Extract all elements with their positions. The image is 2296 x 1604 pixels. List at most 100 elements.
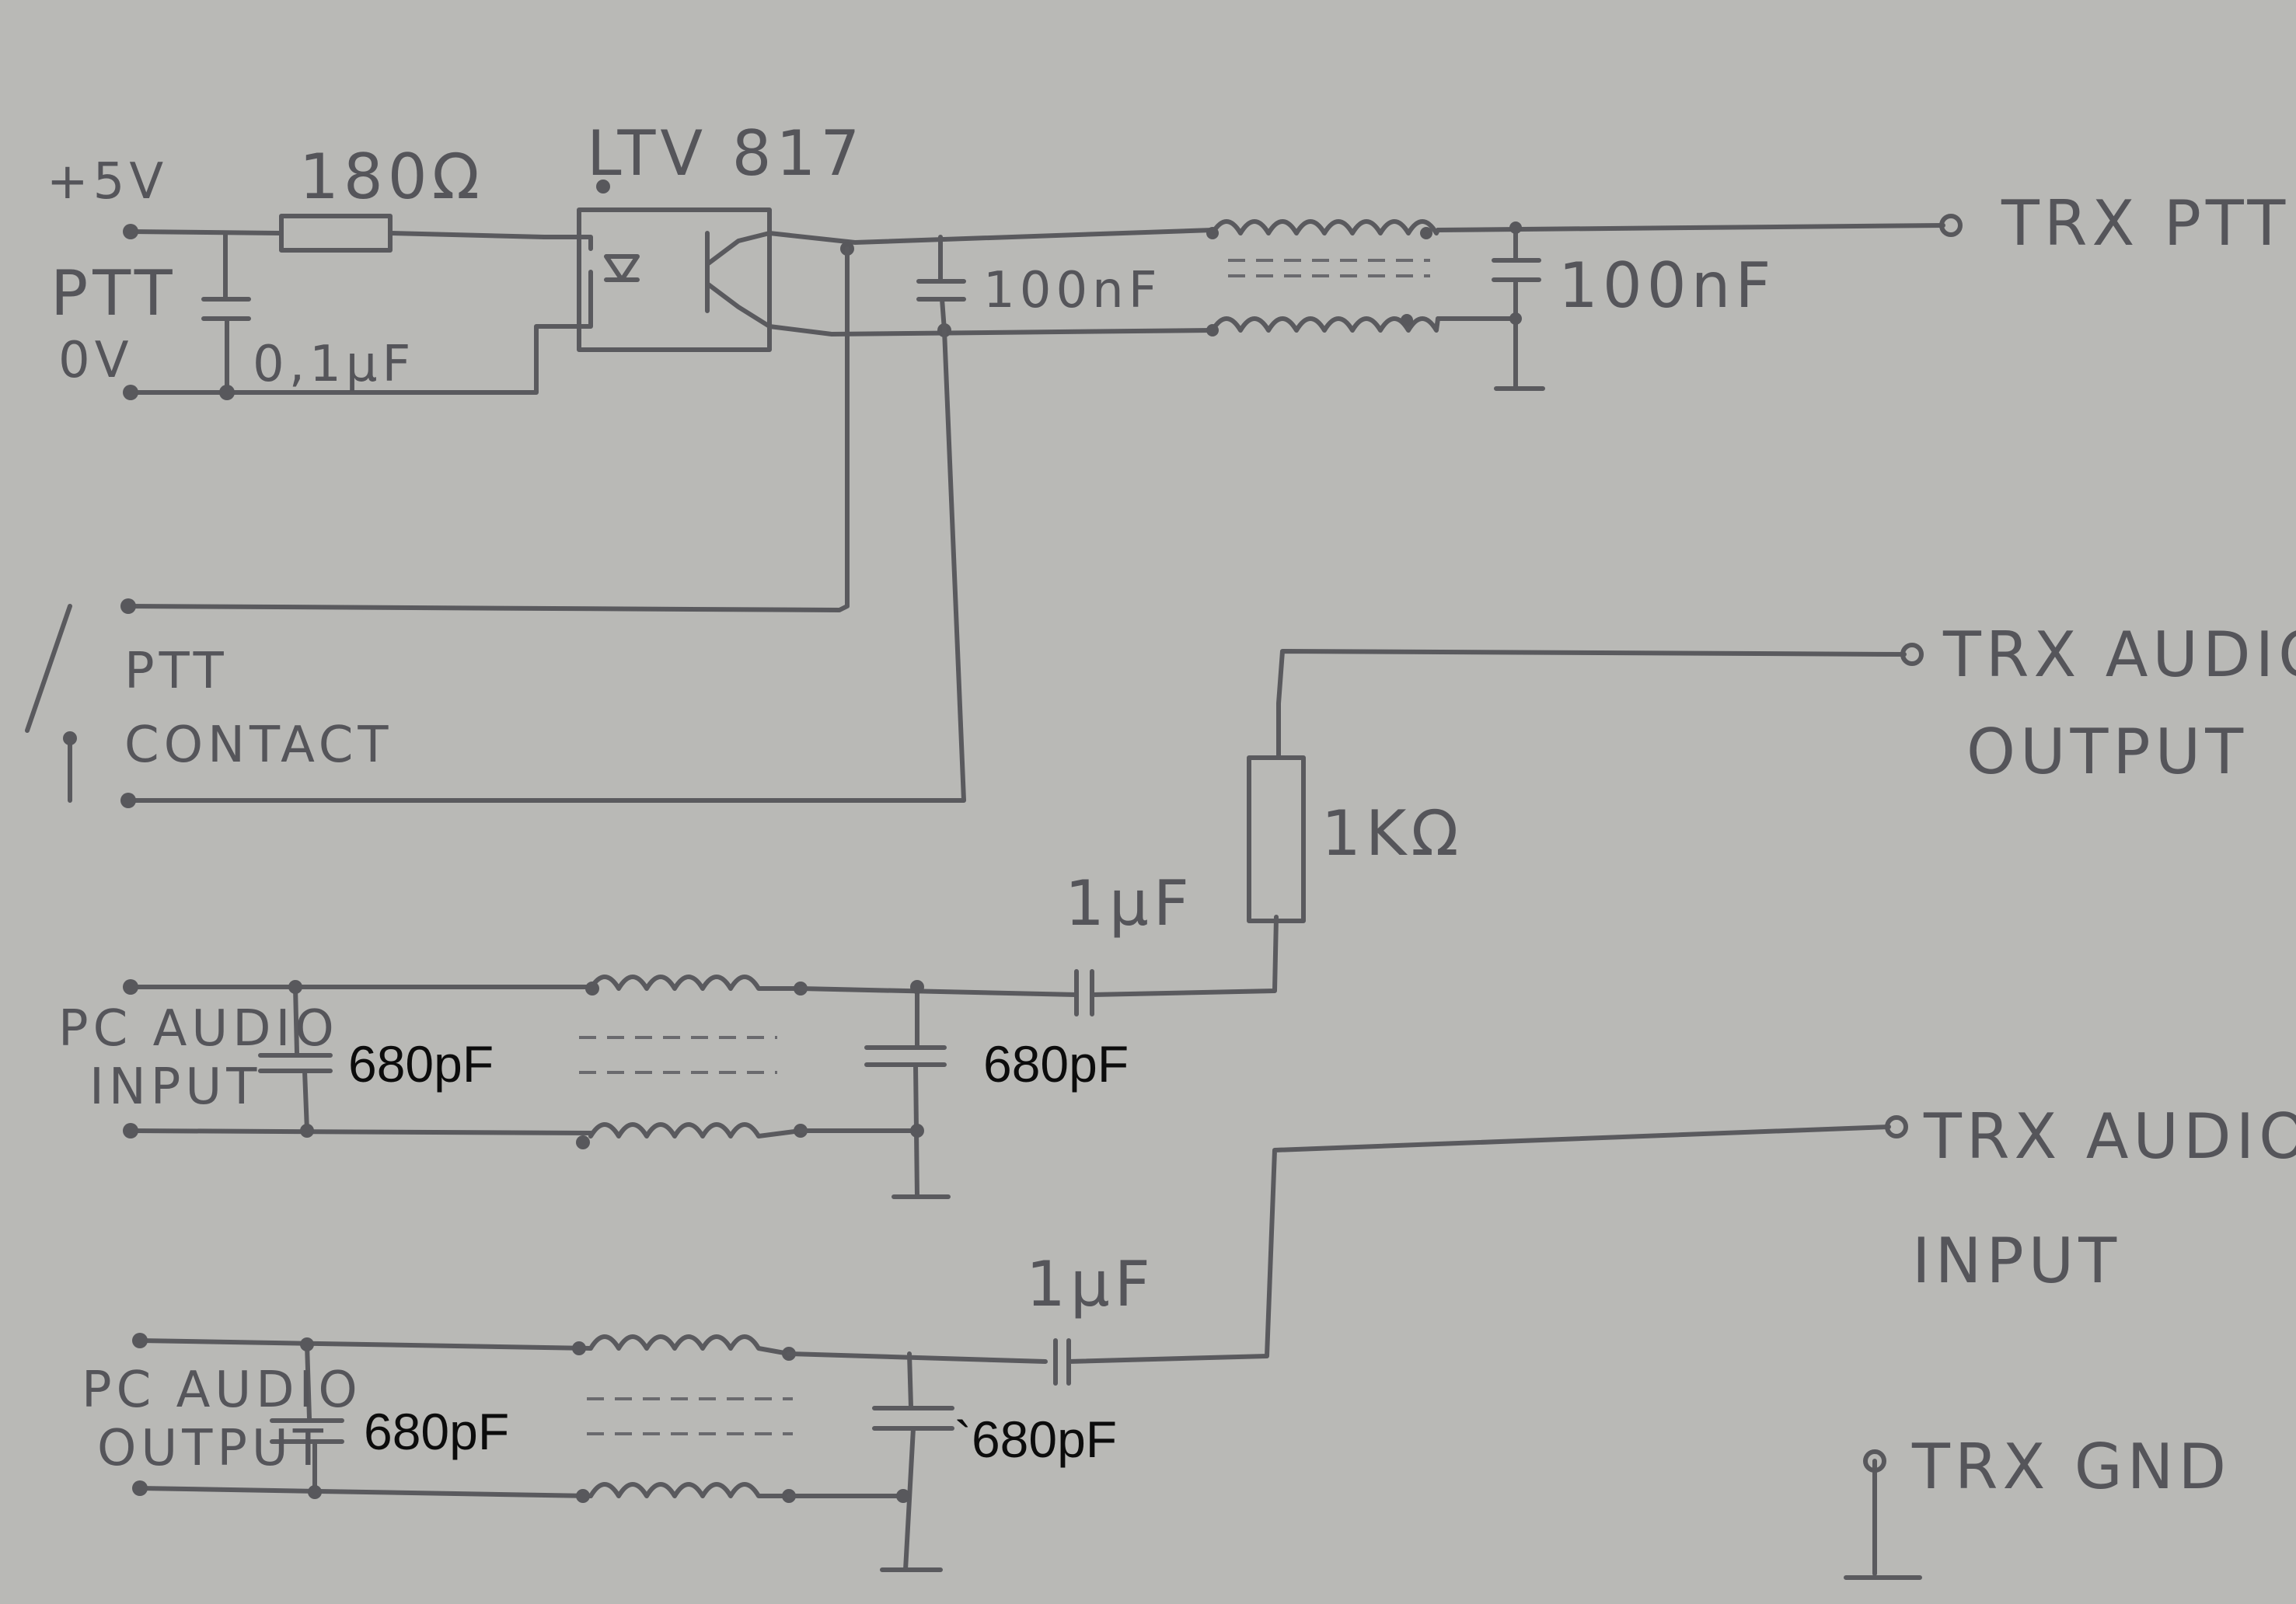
wire-resistor-to-opto [388, 231, 581, 239]
cap-680-a-symbol [258, 985, 333, 1133]
label-cap-100nF-a: 100nF [983, 262, 1162, 319]
label-resistor-1k: 1KΩ [1321, 797, 1464, 870]
wire-pc-out-top [138, 1338, 593, 1351]
ptt-circuit [123, 180, 1963, 400]
junction-j [308, 1485, 322, 1499]
label-cap-680-d: `680pF [954, 1410, 1117, 1468]
choke-bottom-c [588, 1482, 791, 1498]
label-0v: 0V [58, 332, 134, 389]
cap-100nF-b-symbol [1492, 225, 1545, 391]
label-ptt: PTT [51, 257, 177, 330]
resistor-1k-body [1247, 755, 1306, 923]
label-cap-1uF-b: 1µF [1026, 1248, 1155, 1320]
label-plus5v: +5V [47, 153, 168, 211]
opto-transistor-symbol [705, 231, 772, 329]
choke-dot-10 [576, 1489, 590, 1503]
wire-contact-bottom [126, 328, 966, 803]
choke-dot-3 [1420, 227, 1432, 239]
cap-680-c-symbol [270, 1342, 344, 1494]
terminal-trx-audio-in [1885, 1115, 1908, 1138]
optocoupler-body [577, 207, 772, 352]
choke-dot-4 [1401, 314, 1413, 326]
terminal-trx-ptt [1939, 214, 1963, 237]
wire-opto-top [767, 228, 1215, 245]
junction-e [288, 980, 302, 994]
label-pc-audio-out-1: PC AUDIO [82, 1362, 362, 1419]
choke-top-b [588, 975, 803, 991]
audio-input-circuit [123, 643, 1924, 1199]
trx-gnd [1844, 1449, 1922, 1580]
terminal-pc-in-b [123, 1123, 138, 1138]
label-cap-680-b: 680pF [983, 1035, 1129, 1093]
terminal-0v [123, 385, 138, 400]
choke-dot-2 [1206, 324, 1219, 336]
ptt-contact-circuit [25, 246, 966, 808]
wire-5v [128, 229, 282, 235]
cap-680-b-symbol [864, 985, 951, 1199]
choke-dot-1 [1206, 227, 1219, 239]
choke-top-c [588, 1334, 791, 1356]
label-trx-audio-out-1: TRX AUDIO [1942, 619, 2296, 691]
terminal-contact-a [120, 598, 136, 614]
opto-led-symbol [577, 235, 640, 329]
junction-i [300, 1337, 314, 1351]
wire-after-choke-c [787, 1351, 1048, 1498]
wire-pc-out-bottom [138, 1486, 593, 1498]
label-optocoupler: LTV 817 [587, 117, 864, 190]
wire-0v [128, 324, 581, 395]
cap-1uF-b-symbol [1053, 1125, 1891, 1386]
pin1-dot [596, 180, 610, 194]
label-cap-100nF-b: 100nF [1558, 249, 1775, 322]
terminal-5v [123, 224, 138, 239]
switch-symbol [25, 604, 72, 803]
wire-pc-in-bottom [128, 1128, 593, 1135]
terminal-pc-in-a [123, 979, 138, 995]
label-cap-01uF: 0,1µF [253, 336, 415, 393]
cap-680-d-symbol [872, 1351, 954, 1572]
junction-h [910, 1124, 924, 1138]
terminal-pc-out-a [132, 1333, 148, 1348]
choke-dot-6 [576, 1135, 590, 1149]
choke-dot-9 [572, 1341, 586, 1355]
terminal-contact-b [120, 793, 136, 808]
label-pc-audio-in-2: INPUT [89, 1058, 261, 1116]
junction-d [1509, 312, 1522, 325]
cap-1uF-a-symbol [1074, 915, 1279, 1016]
terminal-pc-out-b [132, 1480, 148, 1496]
junction-c [1509, 221, 1522, 234]
resistor-180-body [279, 214, 393, 253]
junction-g [910, 980, 924, 994]
label-trx-audio-in-1: TRX AUDIO [1923, 1100, 2296, 1173]
choke-core-c [587, 1397, 793, 1435]
wire-opto-bottom [767, 324, 1215, 336]
choke-top-a [1210, 219, 1440, 235]
terminal-trx-gnd [1863, 1449, 1886, 1473]
choke-bottom-b [588, 1122, 803, 1138]
junction-f [300, 1124, 314, 1138]
label-ptt-contact-2: CONTACT [124, 717, 393, 774]
label-resistor-180: 180Ω [299, 141, 484, 213]
label-cap-1uF-a: 1µF [1065, 867, 1194, 940]
wire-after-choke-b [798, 986, 1079, 1133]
label-trx-gnd: TRX GND [1911, 1431, 2231, 1503]
cap-01uF-symbol [201, 231, 251, 395]
label-trx-ptt: TRX PTT [2001, 187, 2290, 260]
terminal-trx-audio-out [1900, 643, 1924, 666]
wire-to-trx-audio-out [1276, 649, 1907, 760]
label-trx-audio-in-2: INPUT [1912, 1225, 2121, 1297]
label-cap-680-a: 680pF [348, 1035, 494, 1093]
cap-100nF-a-symbol [916, 235, 966, 333]
label-cap-680-c: 680pF [364, 1403, 509, 1460]
choke-core-b [579, 1036, 777, 1074]
wire-contact-top [126, 246, 850, 612]
trx-gnd-symbol [1844, 1459, 1922, 1580]
label-pc-audio-in-1: PC AUDIO [58, 1000, 339, 1058]
switch-pivot [63, 731, 77, 745]
audio-output-circuit [132, 1115, 1908, 1572]
choke-core-a [1228, 259, 1430, 277]
label-trx-audio-out-2: OUTPUT [1966, 716, 2248, 788]
wire-to-trx-ptt [1436, 223, 1945, 232]
label-pc-audio-out-2: OUTPUT [97, 1420, 328, 1477]
label-ptt-contact-1: PTT [124, 643, 229, 700]
